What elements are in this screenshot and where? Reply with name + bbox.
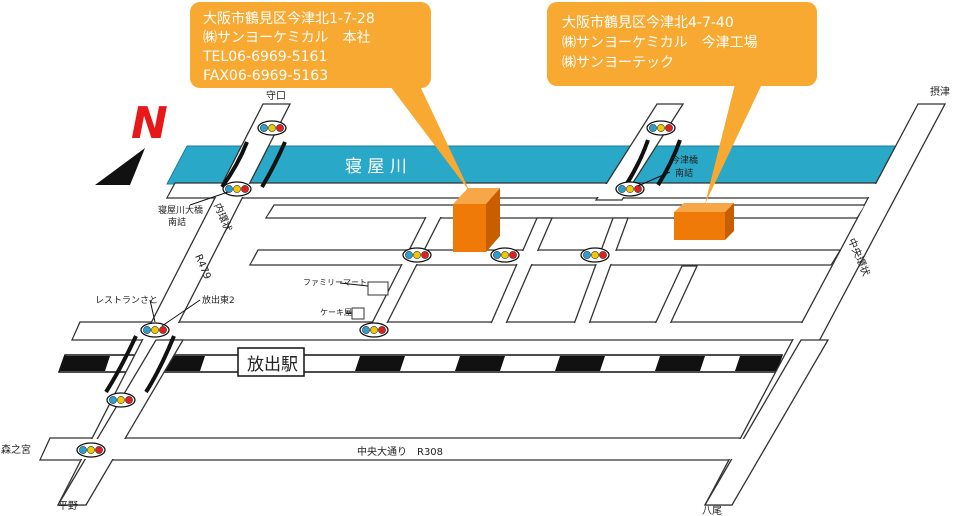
settsu-label: 摂津 (930, 85, 950, 98)
head-office-line-1: 大阪市鶴見区今津北1-7-28 (203, 10, 375, 27)
hirano-label: 平野 (58, 500, 78, 512)
moriguchi-label: 守口 (266, 89, 286, 102)
head-office-callout: 大阪市鶴見区今津北1-7-28 ㈱サンヨーケミカル 本社 TEL06-6969-… (190, 2, 470, 192)
traffic-light (140, 322, 170, 338)
hanaten-east-label: 放出東2 (202, 294, 235, 306)
head-office-line-2: ㈱サンヨーケミカル 本社 (203, 30, 371, 46)
imazu-bridge (624, 139, 682, 187)
traffic-light (402, 247, 432, 263)
restaurant-label: レストランさと (95, 295, 158, 306)
neyagawa-bridge-label-2: 南詰 (168, 216, 186, 228)
family-mart-marker (367, 281, 389, 296)
cake-shop-marker (351, 307, 365, 320)
traffic-light (646, 120, 676, 136)
factory-line-1: 大阪市鶴見区今津北4-7-40 (562, 14, 734, 31)
traffic-light (359, 322, 389, 338)
side-street-1 (364, 206, 448, 336)
yao-label: 八尾 (702, 505, 722, 516)
side-street-3 (569, 217, 629, 336)
head-office-line-4: FAX06-6969-5163 (203, 68, 328, 84)
station-label: 放出駅 (247, 355, 298, 375)
neyagawa-river (166, 145, 901, 185)
cake-shop-label: ケーキ屋 (320, 308, 352, 317)
river-label: 寝 屋 川 (345, 156, 407, 177)
north-letter: N (131, 98, 168, 149)
neyagawa-bridge (220, 141, 287, 189)
leader-lines (149, 171, 671, 327)
neyagawa-bridge-label-1: 寝屋川大橋 (158, 204, 203, 216)
family-mart-label: ファミリーマート (303, 278, 367, 287)
traffic-light (257, 120, 287, 136)
traffic-light (615, 181, 645, 197)
factory-building (674, 203, 734, 240)
traffic-light (490, 247, 520, 263)
imazu-bridge-label-1: 今津橋 (671, 154, 698, 166)
factory-callout: 大阪市鶴見区今津北4-7-40 ㈱サンヨーケミカル 今津工場 ㈱サンヨーテック (547, 2, 817, 204)
morinomiya-label: 森之宮 (1, 443, 31, 456)
traffic-light (580, 247, 610, 263)
head-office-line-3: TEL06-6969-5161 (202, 49, 327, 65)
head-office-building (453, 188, 500, 252)
traffic-light (76, 442, 106, 458)
imazu-bridge-label-2: 南詰 (675, 167, 693, 179)
north-compass: N (95, 98, 168, 185)
factory-line-2: ㈱サンヨーケミカル 今津工場 (562, 35, 758, 51)
traffic-light (106, 392, 136, 408)
traffic-light (222, 181, 252, 197)
factory-line-3: ㈱サンヨーテック (562, 55, 674, 71)
station-box (237, 347, 305, 377)
hanaten-overpass (104, 335, 176, 394)
chuo-odori-label: 中央大通り R308 (357, 445, 443, 458)
